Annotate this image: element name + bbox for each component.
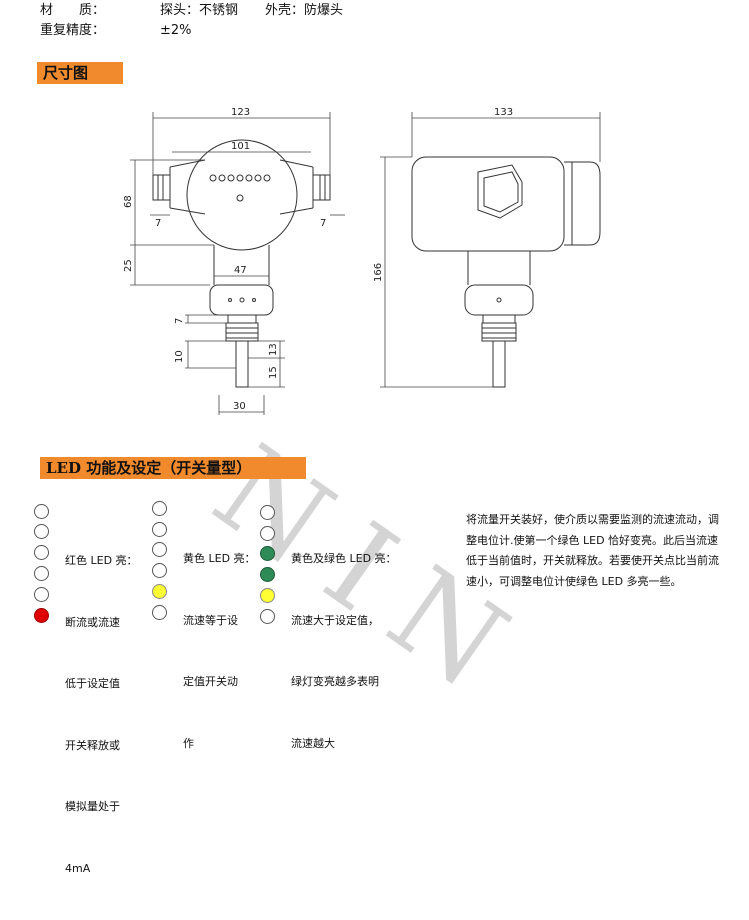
dim-15: 15 xyxy=(268,366,279,379)
dim-25: 25 xyxy=(123,259,134,272)
led-col3-line: 流速大于设定值， xyxy=(291,613,379,627)
front-led-row xyxy=(209,174,271,202)
led-col1-line: 开关释放或 xyxy=(65,738,120,752)
led-indicator xyxy=(152,501,167,516)
dim-166: 166 xyxy=(373,263,384,282)
material-label: 材 质： xyxy=(40,3,106,18)
led-indicator xyxy=(152,542,167,557)
led-setting-description: 将流量开关装好，使介质以需要监测的流速流动，调整电位计.使第一个绿色 LED 恰… xyxy=(466,513,719,588)
led-indicator-green xyxy=(260,546,275,561)
led-indicator xyxy=(152,563,167,578)
led-indicator xyxy=(152,605,167,620)
led-indicator xyxy=(34,587,49,602)
accuracy-label: 重复精度： xyxy=(40,23,106,38)
dim-101: 101 xyxy=(231,141,250,152)
led-indicator xyxy=(34,524,49,539)
led-col3-line: 绿灯变亮越多表明 xyxy=(291,675,379,688)
side-nut xyxy=(464,284,534,316)
led-indicator-yellow xyxy=(152,584,167,599)
head-circle xyxy=(186,139,298,251)
left-fitting xyxy=(152,174,171,201)
led-col3-line: 流速越大 xyxy=(291,736,335,750)
section-title-led: LED 功能及设定（开关量型） xyxy=(40,457,306,479)
section-title-dimensions: 尺寸图 xyxy=(37,62,123,84)
dim-47: 47 xyxy=(234,265,247,276)
dim-68: 68 xyxy=(123,195,134,208)
led-indicator xyxy=(34,566,49,581)
accuracy-value: ±2% xyxy=(160,23,192,38)
led-col2-line: 定值开关动 xyxy=(183,675,238,688)
led-indicator xyxy=(34,504,49,519)
led-indicator-red xyxy=(34,608,49,623)
led-indicator xyxy=(260,526,275,541)
housing-material: 外壳：防爆头 xyxy=(265,3,344,18)
right-fitting xyxy=(312,174,331,201)
led-indicator xyxy=(34,545,49,560)
dim-30: 30 xyxy=(233,401,246,412)
probe-material: 探头：不锈钢 xyxy=(160,3,239,18)
led-col2-line: 流速等于设 xyxy=(183,613,238,627)
dim-7-thread: 7 xyxy=(174,318,185,324)
led-indicator-green xyxy=(260,567,275,582)
front-nut xyxy=(209,284,274,316)
led-col3-line: 黄色及绿色 LED 亮： xyxy=(291,552,397,565)
led-col1-line: 模拟量处于 xyxy=(65,800,120,813)
side-probe xyxy=(492,340,506,388)
front-probe xyxy=(235,340,249,388)
led-indicator-yellow xyxy=(260,588,275,603)
dim-13: 13 xyxy=(268,343,279,356)
dim-123: 123 xyxy=(231,107,250,118)
led-col1-line: 断流或流速 xyxy=(65,615,120,629)
dim-7-right: 7 xyxy=(320,218,326,229)
side-housing xyxy=(411,156,565,252)
led-col1-line: 低于设定值 xyxy=(65,677,120,690)
led-indicator xyxy=(260,609,275,624)
led-col1-line: 4mA xyxy=(65,861,91,875)
led-indicator xyxy=(260,505,275,520)
dim-10: 10 xyxy=(174,350,185,363)
dim-133: 133 xyxy=(494,107,513,118)
led-col1-line: 红色 LED 亮： xyxy=(65,554,138,567)
dim-7-left: 7 xyxy=(155,218,161,229)
led-indicator xyxy=(152,522,167,537)
led-col2-line: 黄色 LED 亮： xyxy=(183,552,256,565)
led-col2-line: 作 xyxy=(183,736,194,750)
dimension-drawing: 123 101 68 7 7 25 47 7 10 13 15 30 133 1… xyxy=(123,107,601,415)
side-hex-cap xyxy=(477,164,523,219)
